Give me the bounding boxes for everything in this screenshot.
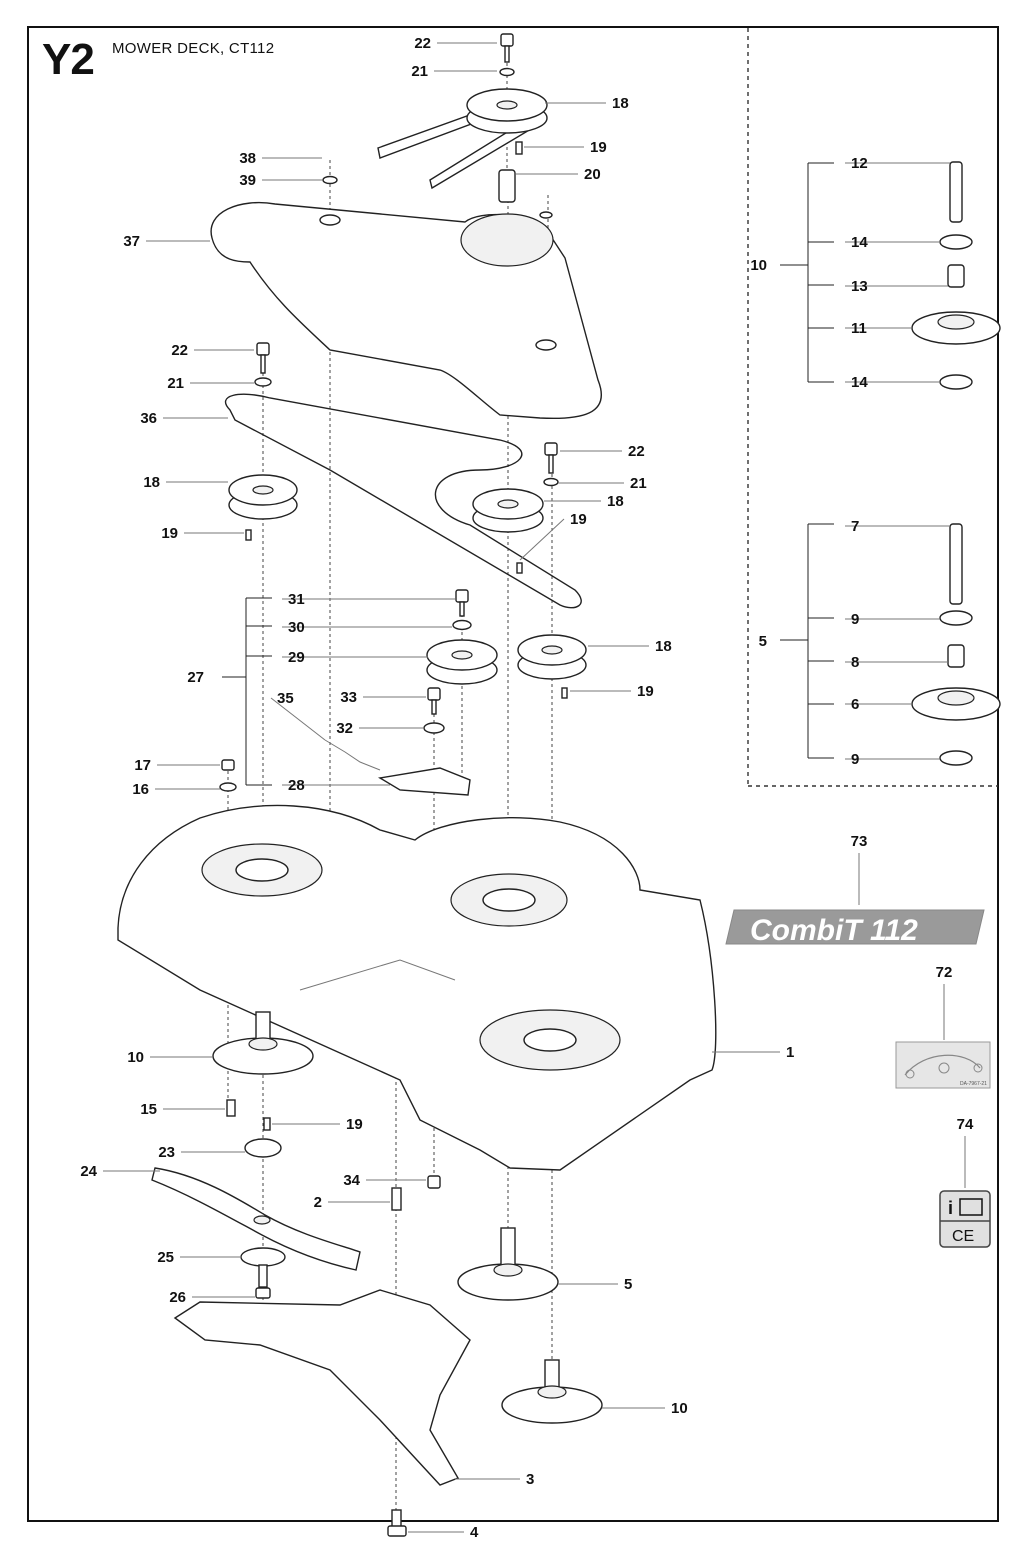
inset-spindle-assembly-10 — [911, 161, 1001, 390]
deck-housing — [117, 804, 717, 1171]
callout-1: 1 — [786, 1044, 794, 1061]
callout-38: 38 — [239, 150, 256, 167]
callout-22: 22 — [628, 443, 645, 460]
callout-16: 16 — [132, 781, 149, 798]
callout-17: 17 — [134, 757, 151, 774]
callout-19: 19 — [161, 525, 178, 542]
callout-14: 14 — [851, 234, 868, 251]
callout-18: 18 — [612, 95, 629, 112]
callout-19: 19 — [637, 683, 654, 700]
callout-25: 25 — [157, 1249, 174, 1266]
callout-15: 15 — [140, 1101, 157, 1118]
callout-35: 35 — [277, 690, 294, 707]
pulley-left — [228, 474, 298, 520]
pulley-right — [517, 634, 587, 680]
callout-26: 26 — [169, 1289, 186, 1306]
spindle-right — [501, 1359, 603, 1424]
decal-code: DA-7967-21 — [960, 1081, 987, 1087]
blade — [151, 1167, 361, 1271]
callout-34: 34 — [343, 1172, 360, 1189]
callout-leaders — [103, 42, 966, 1533]
callout-18: 18 — [143, 474, 160, 491]
callout-19: 19 — [590, 139, 607, 156]
callout-24: 24 — [80, 1163, 97, 1180]
pulley-top — [466, 88, 548, 134]
callout-30: 30 — [288, 619, 305, 636]
callout-29: 29 — [288, 649, 305, 666]
ce-mark: CE — [952, 1228, 974, 1245]
callout-13: 13 — [851, 278, 868, 295]
callout-33: 33 — [340, 689, 357, 706]
pulleys — [228, 88, 587, 685]
callout-14: 14 — [851, 374, 868, 391]
callout-72: 72 — [936, 964, 953, 981]
callout-21: 21 — [411, 63, 428, 80]
callout-31: 31 — [288, 591, 305, 608]
callout-21: 21 — [630, 475, 647, 492]
callout-21: 21 — [167, 375, 184, 392]
leader-line-35 — [270, 697, 326, 741]
spindle-left — [212, 1011, 314, 1075]
pulley-idler — [426, 639, 498, 685]
callout-22: 22 — [171, 342, 188, 359]
page-title: MOWER DECK, CT112 — [112, 40, 275, 57]
callout-12: 12 — [851, 155, 868, 172]
spindle-center — [457, 1227, 559, 1301]
callout-20: 20 — [584, 166, 601, 183]
page-code: Y2 — [42, 35, 95, 84]
group-brackets — [222, 162, 834, 786]
callout-18: 18 — [607, 493, 624, 510]
callout-39: 39 — [239, 172, 256, 189]
callout-27: 27 — [187, 669, 204, 686]
callout-19: 19 — [570, 511, 587, 528]
model-badge: CombiT 112 — [725, 909, 985, 947]
callout-9: 9 — [851, 751, 859, 768]
callout-10: 10 — [671, 1400, 688, 1417]
callout-5: 5 — [759, 633, 767, 650]
page-frame — [27, 26, 999, 1522]
callout-28: 28 — [288, 777, 305, 794]
callout-6: 6 — [851, 696, 859, 713]
callout-18: 18 — [655, 638, 672, 655]
belt-routing-decal: DA-7967-21 — [895, 1041, 991, 1089]
info-mark: i — [948, 1198, 953, 1218]
callout-23: 23 — [158, 1144, 175, 1161]
callout-73: 73 — [851, 833, 868, 850]
callout-4: 4 — [470, 1524, 479, 1541]
pulley-center — [472, 488, 544, 533]
callout-36: 36 — [140, 410, 157, 427]
callout-74: 74 — [957, 1116, 974, 1133]
spindle-inset-box — [747, 28, 998, 787]
manual-ce-symbol: i CE — [939, 1190, 991, 1248]
callout-8: 8 — [851, 654, 859, 671]
callout-32: 32 — [336, 720, 353, 737]
callout-9: 9 — [851, 611, 859, 628]
spindles — [212, 1011, 603, 1424]
inset-spindle-assembly-5 — [911, 523, 1001, 766]
belt-cover — [210, 201, 603, 420]
callout-5: 5 — [624, 1276, 632, 1293]
hardware — [219, 33, 568, 1537]
callout-37: 37 — [123, 233, 140, 250]
callout-2: 2 — [314, 1194, 322, 1211]
callout-10: 10 — [127, 1049, 144, 1066]
mulch-plate — [173, 1289, 471, 1486]
callout-22: 22 — [414, 35, 431, 52]
callout-10: 10 — [750, 257, 767, 274]
callout-3: 3 — [526, 1471, 534, 1488]
model-badge-text: CombiT 112 — [750, 914, 918, 947]
callout-labels: 2221181920383937222136222118181919313029… — [80, 35, 974, 1541]
leader-line-19 — [519, 518, 565, 561]
callout-11: 11 — [851, 320, 867, 337]
callout-19: 19 — [346, 1116, 363, 1133]
callout-7: 7 — [851, 518, 859, 535]
